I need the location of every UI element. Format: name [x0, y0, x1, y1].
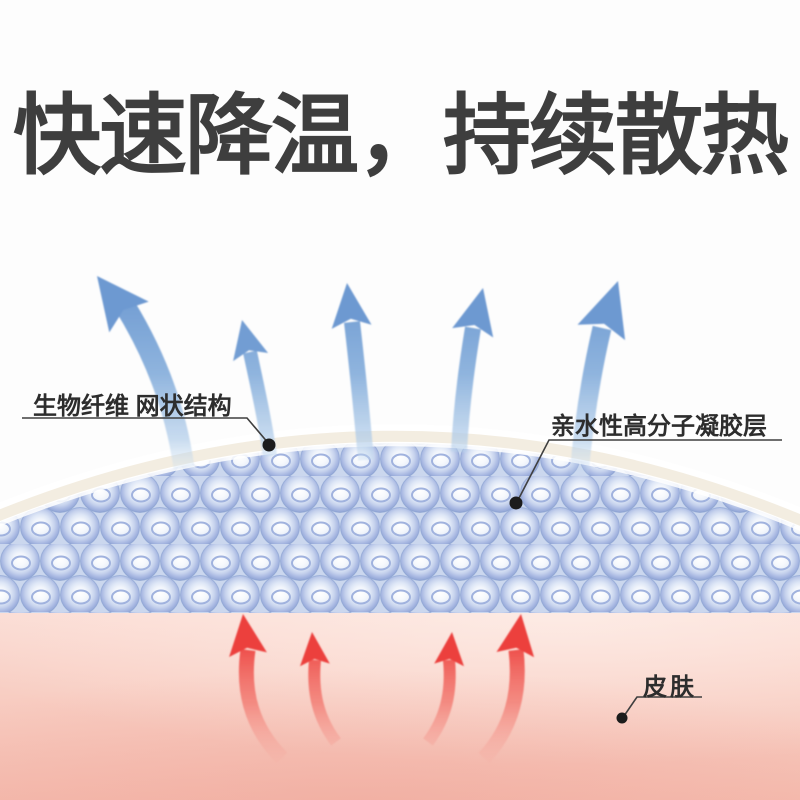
cool-air-arrows — [97, 276, 626, 477]
skin-callout-line — [623, 696, 702, 717]
fiber-mesh-label: 生物纤维 网状结构 — [33, 393, 232, 420]
cool-air-arrow-5 — [569, 281, 626, 477]
gel-callout-dot — [509, 496, 523, 510]
body-heat-arrow-1 — [229, 614, 288, 764]
skin-layer-graphic — [0, 613, 800, 800]
cool-air-arrow-1 — [97, 276, 195, 470]
skin-callout-dot — [616, 712, 628, 724]
skin-label: 皮肤 — [643, 674, 697, 701]
callout-leaders — [22, 417, 782, 717]
body-heat-arrow-2 — [300, 632, 341, 746]
page-title: 快速降温，持续散热 — [12, 86, 789, 185]
cool-air-arrow-3 — [331, 283, 374, 461]
body-heat-arrow-3 — [423, 632, 464, 746]
body-heat-arrow-4 — [478, 614, 535, 764]
gel-callout-line — [516, 439, 782, 503]
gel-layer-graphic — [0, 443, 800, 616]
fiber-mesh-band — [0, 424, 800, 531]
fiber-callout-line — [22, 417, 270, 445]
fiber-callout-dot — [262, 438, 276, 452]
callout-dots — [262, 438, 628, 724]
body-heat-arrows — [229, 614, 535, 764]
gel-layer-label: 亲水性高分子凝胶层 — [551, 413, 767, 440]
cool-air-arrow-4 — [451, 288, 494, 453]
